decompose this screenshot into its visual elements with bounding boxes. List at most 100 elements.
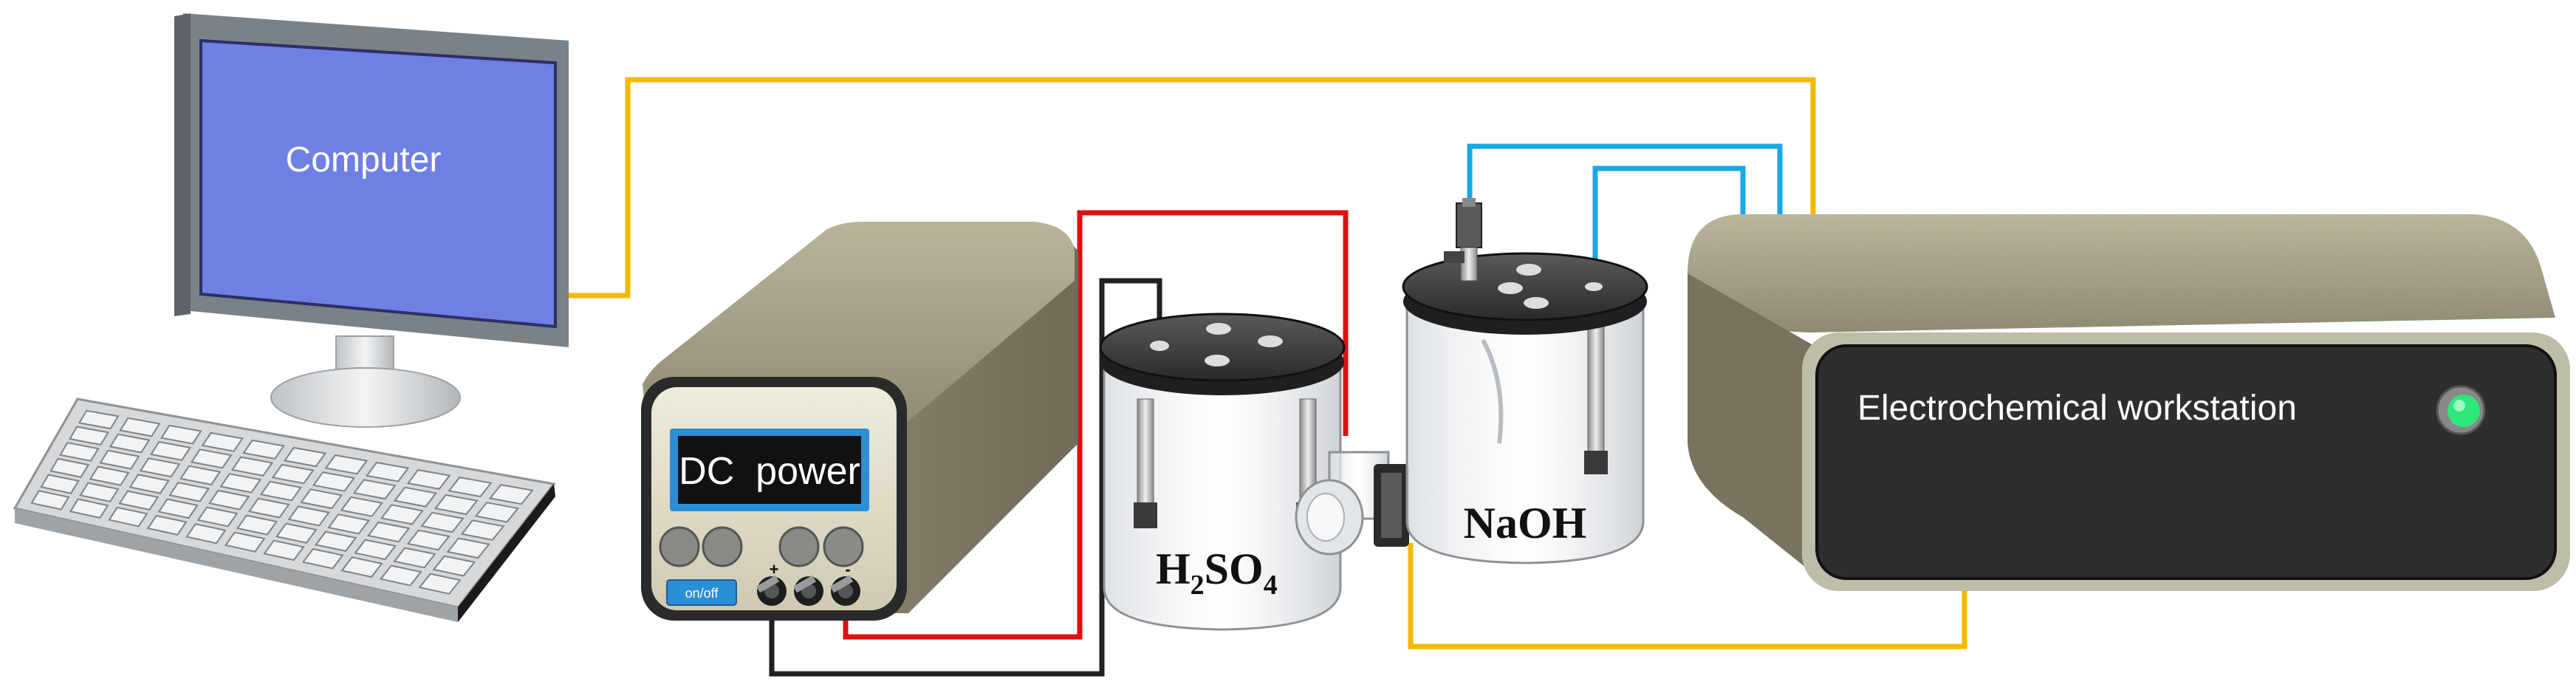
keyboard-key: [185, 523, 227, 545]
keyboard-key: [287, 505, 330, 527]
keyboard-key: [119, 417, 161, 437]
keyboard-key: [118, 490, 160, 511]
knob-3: [778, 526, 820, 567]
computer-label: Computer: [286, 140, 442, 180]
keyboard-key: [393, 547, 436, 569]
terminal-3: [830, 575, 860, 606]
keyboard-key: [259, 480, 303, 502]
keyboard-key: [263, 539, 305, 562]
black-wire-dc-power-negative: [769, 278, 1162, 677]
keyboard-key: [149, 440, 192, 461]
terminal-plus-label: +: [770, 560, 779, 579]
keyboard-key: [432, 555, 476, 577]
yellow-wire-computer-to-workstation: [569, 77, 1816, 298]
keyboard-key: [340, 556, 383, 579]
keyboard-key: [68, 426, 110, 446]
keyboard-key: [393, 486, 438, 508]
keyboard-key: [324, 454, 369, 475]
monitor-stand-base: [270, 367, 461, 428]
keyboard-key: [201, 431, 244, 452]
keyboard-key: [89, 465, 130, 486]
keyboard-key: [420, 511, 465, 533]
keyboard-key: [367, 521, 411, 543]
keyboard-key: [219, 473, 262, 494]
naoh-label: NaOH: [1464, 499, 1587, 547]
h2so4-cell-lid: [1099, 313, 1346, 382]
red-wire-dc-power-positive: [843, 210, 1349, 640]
yellow-wire-cell-to-workstation: [1408, 543, 1967, 649]
on-off-label: on/off: [685, 586, 719, 601]
keyboard-key: [208, 489, 250, 511]
keyboard-key: [271, 463, 315, 485]
keyboard-key: [40, 474, 80, 494]
keyboard-key: [59, 442, 100, 462]
blue-wires-naoh-cell-to-workstation: [1467, 143, 1783, 284]
keyboard-key: [418, 573, 462, 595]
keyboard-key: [109, 433, 151, 454]
keyboard-key: [190, 448, 233, 469]
keyboard-key: [236, 514, 278, 536]
keyboard-key: [406, 468, 451, 490]
keyboard-key: [69, 498, 109, 519]
keyboard-key: [379, 564, 422, 587]
dc-power-label: DC power: [679, 450, 860, 493]
keyboard-key: [196, 506, 239, 528]
keyboard-key: [352, 479, 397, 500]
keyboard-key: [315, 530, 357, 553]
keyboard-key: [434, 494, 479, 516]
keyboard-key: [49, 457, 90, 478]
keyboard-key: [168, 482, 210, 502]
keyboard-key: [242, 439, 286, 460]
on-off-button: [666, 579, 737, 606]
knob-4: [823, 526, 864, 567]
knob-2: [702, 526, 743, 567]
keyboard-key: [30, 490, 70, 511]
h2so4-electrode-left: [1137, 398, 1154, 511]
keyboard-key: [275, 522, 318, 544]
h2so4-cell: H2SO4: [1099, 313, 1346, 631]
keyboard-key: [300, 488, 343, 510]
keyboard-key: [179, 465, 222, 486]
naoh-electrode-right: [1587, 324, 1605, 466]
keyboard-key: [446, 537, 490, 559]
keyboard-key: [160, 424, 202, 445]
keyboard-key: [224, 531, 266, 553]
keyboard-key: [247, 497, 290, 519]
terminal-2: [793, 575, 823, 606]
indicator-led: [2447, 395, 2480, 427]
connector-tube: [1295, 451, 1409, 556]
workstation-front-panel: [1815, 344, 2557, 580]
dc-power-display: [678, 436, 861, 504]
electrochemical-workstation: Electrochemical workstation: [1688, 214, 2570, 591]
keyboard-key: [406, 529, 451, 551]
terminal-minus-label: -: [845, 560, 850, 579]
keyboard-key: [327, 514, 371, 535]
keyboard-key: [366, 461, 410, 482]
keyboard-key: [448, 477, 493, 498]
keyboard-key: [474, 502, 520, 523]
keyboard-key: [380, 504, 424, 525]
naoh-cell: NaOH: [1402, 198, 1648, 564]
knob-1: [659, 526, 700, 567]
keyboard-key: [488, 484, 534, 505]
keyboard-key: [301, 547, 344, 570]
monitor-screen: [199, 38, 557, 329]
keyboard-key: [146, 514, 188, 536]
keyboard-key: [460, 519, 505, 541]
keyboard-key: [129, 474, 170, 494]
h2so4-label: H2SO4: [1156, 545, 1278, 601]
keyboard-key: [139, 457, 181, 478]
naoh-cell-lid: [1402, 252, 1648, 321]
keyboard-key: [312, 471, 356, 492]
terminal-1: [756, 575, 787, 606]
dc-power-supply: DC power on/off + -: [641, 222, 1078, 621]
keyboard-keys: [30, 409, 534, 595]
keyboard-key: [354, 539, 397, 561]
keyboard-key: [99, 449, 140, 470]
keyboard-key: [157, 498, 199, 519]
reference-electrode: [1456, 202, 1482, 248]
keyboard-key: [230, 456, 274, 477]
computer: Computer: [13, 13, 569, 622]
keyboard-key: [340, 496, 383, 517]
